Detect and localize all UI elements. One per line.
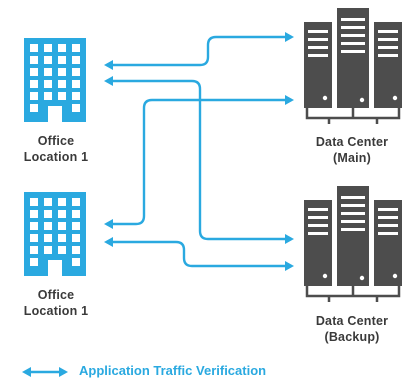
arrowhead-icon: [285, 234, 294, 244]
traffic-path-office1-main: [110, 35, 287, 67]
traffic-path-office2-backup: [110, 240, 287, 268]
arrowhead-icon: [285, 32, 294, 42]
datacenter-label-line2: (Main): [333, 151, 371, 165]
traffic-path-office1-backup: [110, 79, 287, 241]
datacenter-label-line1: Data Center: [315, 135, 389, 149]
arrowhead-icon: [285, 95, 294, 105]
legend-arrow-icon: [22, 367, 68, 377]
datacenter-label-backup: Data Center (Backup): [300, 313, 404, 345]
arrowhead-icon: [104, 237, 113, 247]
arrowhead-icon: [285, 261, 294, 271]
traffic-path-office2-main: [110, 98, 287, 226]
office-label-line2: Location 1: [23, 304, 89, 318]
arrowhead-icon: [104, 219, 113, 229]
office-label-line1: Office: [37, 288, 75, 302]
office-label-line1: Office: [37, 134, 75, 148]
arrowhead-icon: [104, 76, 113, 86]
office-label-2: Office Location 1: [4, 287, 108, 319]
datacenter-label-line1: Data Center: [315, 314, 389, 328]
office-building-2-icon: [24, 192, 86, 276]
datacenter-label-main: Data Center (Main): [300, 134, 404, 166]
office-building-1-icon: [24, 38, 86, 122]
office-label-line2: Location 1: [23, 150, 89, 164]
server-backup-icon: [302, 184, 404, 304]
arrowhead-icon: [104, 60, 113, 70]
server-main-icon: [302, 6, 404, 126]
datacenter-label-line2: (Backup): [324, 330, 380, 344]
legend-label: Application Traffic Verification: [79, 363, 267, 378]
office-label-1: Office Location 1: [4, 133, 108, 165]
